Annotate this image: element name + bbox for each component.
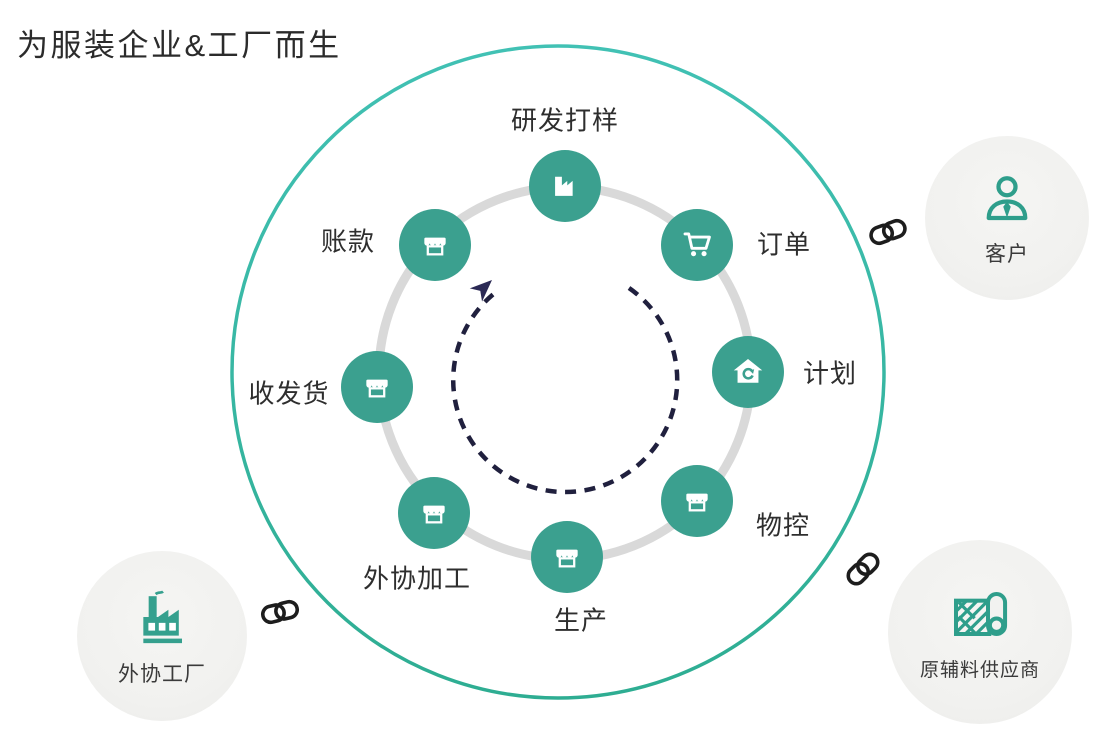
page-title: 为服装企业&工厂而生	[17, 28, 342, 63]
node-label-production: 生产	[553, 605, 609, 636]
node-material-control	[661, 465, 733, 537]
storefront-icon	[551, 541, 583, 573]
outer-circle	[230, 44, 886, 700]
home-sync-icon	[729, 353, 767, 391]
factory-icon	[548, 169, 582, 203]
storefront-icon	[418, 497, 450, 529]
satellite-label-outsourced-factory: 外协工厂	[118, 662, 206, 686]
node-outsourced-processing	[398, 477, 470, 549]
satellite-outsourced-factory: 外协工厂	[77, 551, 247, 721]
satellite-customer: 客户	[925, 136, 1089, 300]
node-rd-sampling	[529, 150, 601, 222]
storefront-icon	[361, 371, 393, 403]
storefront-icon	[419, 229, 451, 261]
node-orders	[661, 209, 733, 281]
link-icon	[846, 552, 880, 586]
satellite-label-customer: 客户	[985, 242, 1029, 266]
node-label-accounts: 账款	[320, 226, 376, 257]
node-label-orders: 订单	[756, 229, 812, 260]
node-label-material-control: 物控	[755, 510, 811, 541]
node-label-rd-sampling: 研发打样	[510, 105, 620, 136]
storefront-icon	[681, 485, 713, 517]
cycle-arrow	[451, 280, 680, 495]
fabric-roll-icon	[948, 582, 1012, 646]
factory-building-icon	[130, 585, 194, 649]
node-planning	[712, 336, 784, 408]
satellite-label-raw-material-supplier: 原辅料供应商	[919, 660, 1040, 681]
node-label-planning: 计划	[802, 358, 858, 389]
node-receive-ship	[341, 351, 413, 423]
node-production	[531, 521, 603, 593]
node-accounts	[399, 209, 471, 281]
node-label-receive-ship: 收发货	[248, 378, 330, 409]
cart-icon	[679, 227, 715, 263]
link-icon	[869, 218, 907, 246]
link-icon	[260, 599, 300, 625]
node-label-outsourced-processing: 外协加工	[362, 563, 472, 594]
satellite-raw-material-supplier: 原辅料供应商	[888, 540, 1072, 724]
customer-icon	[977, 169, 1037, 229]
